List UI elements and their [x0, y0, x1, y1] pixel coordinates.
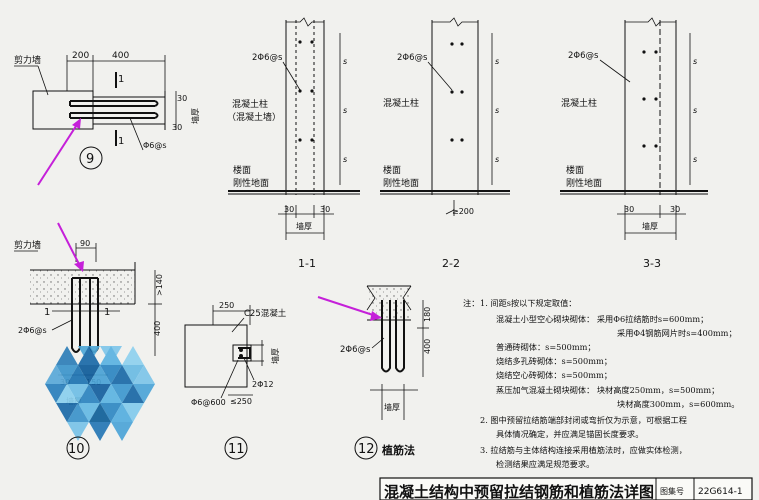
- section-mark-1-top: 1: [118, 74, 124, 85]
- watermark-hex-pattern: [45, 346, 155, 441]
- svg-text:30: 30: [670, 205, 680, 214]
- section-3-3: s s s 2Φ6@s 混凝土柱 楼面 刚性地面 30 30 墙厚 3-3: [560, 17, 708, 270]
- section-title-3-3: 3-3: [643, 257, 661, 270]
- bar-label-s3: 2Φ6@s: [568, 51, 599, 61]
- shear-wall-label-9: 剪力墙: [14, 54, 41, 66]
- svg-text:s: s: [693, 155, 697, 164]
- atlas-number: 22G614-1: [698, 487, 743, 497]
- c25-concrete-block: [184, 324, 248, 388]
- section-2-2: s s s 2Φ6@s 混凝土柱 楼面 刚性地面 ≥200 2-2: [380, 17, 510, 270]
- svg-text:30: 30: [624, 205, 634, 214]
- wall-thickness-12: 墙厚: [384, 402, 400, 412]
- section-mark-1-bottom: 1: [118, 136, 124, 147]
- floor-s3: 楼面: [566, 164, 584, 176]
- rigid-ground-s1: 刚性地面: [233, 177, 269, 189]
- dim-gte-200: ≥200: [452, 207, 474, 216]
- bar-label-9: Φ6@s: [143, 141, 167, 150]
- svg-text:检测结果应满足规范要求。: 检测结果应满足规范要求。: [496, 459, 594, 469]
- detail-11: 墙厚 250 C25混凝土 Φ6@600 2Φ12 ≤250 11: [184, 301, 287, 460]
- floor-s1: 楼面: [233, 164, 251, 176]
- svg-text:3. 拉结筋与主体结构连接采用植筋法时，应做实体检测，: 3. 拉结筋与主体结构连接采用植筋法时，应做实体检测，: [480, 445, 687, 455]
- title-block: 混凝土结构中预留拉结钢筋和植筋法详图 图集号 22G614-1: [379, 477, 753, 500]
- svg-text:2. 图中预留拉结筋端部封闭或弯折仅为示意，可根据工程: 2. 图中预留拉结筋端部封闭或弯折仅为示意，可根据工程: [480, 415, 687, 425]
- svg-text:块材高度300mm，s=600mm。: 块材高度300mm，s=600mm。: [617, 399, 740, 409]
- svg-text:普通砖砌体：s=500mm；: 普通砖砌体：s=500mm；: [496, 342, 596, 352]
- drawing-title: 混凝土结构中预留拉结钢筋和植筋法详图: [384, 483, 654, 500]
- bar-label-12: 2Φ6@s: [340, 345, 371, 355]
- svg-text:s: s: [693, 57, 697, 66]
- detail-12-title: 植筋法: [381, 443, 415, 457]
- shear-wall-block-9: [32, 90, 94, 130]
- svg-text:烧结空心砖砌体：s=500mm；: 烧结空心砖砌体：s=500mm；: [496, 370, 612, 380]
- dim-30b: 30: [172, 123, 182, 132]
- svg-text:30: 30: [284, 205, 294, 214]
- svg-text:具体情况确定，并应满足锚固长度要求。: 具体情况确定，并应满足锚固长度要求。: [496, 429, 643, 439]
- dim-250: 250: [219, 301, 234, 310]
- svg-text:s: s: [495, 57, 499, 66]
- svg-text:s: s: [343, 106, 347, 115]
- dim-400-12: 400: [423, 339, 432, 354]
- wall-thickness-11: 墙厚: [270, 348, 280, 364]
- concrete-column-s2: 混凝土柱: [383, 97, 419, 109]
- detail-9-number: 9: [86, 152, 94, 167]
- rigid-ground-s3: 刚性地面: [566, 177, 602, 189]
- bar-label-11a: Φ6@600: [191, 398, 226, 407]
- svg-text:采用Φ4钢筋网片时s=400mm；: 采用Φ4钢筋网片时s=400mm；: [617, 328, 737, 338]
- wall-thickness-9: 墙厚: [190, 108, 200, 124]
- detail-11-number: 11: [228, 442, 245, 457]
- dim-gt-140: >140: [155, 274, 164, 296]
- dim-400: 400: [112, 51, 129, 61]
- wall-thickness-s1: 墙厚: [296, 221, 312, 231]
- shear-wall-label-10: 剪力墙: [14, 239, 41, 251]
- detail-9: 1 1 200 400 30 30 墙厚 剪力墙 Φ6@s 9: [14, 51, 200, 186]
- wall-thickness-s3: 墙厚: [642, 221, 658, 231]
- svg-text:1: 1: [44, 307, 50, 318]
- svg-text:s: s: [495, 106, 499, 115]
- detail-10-label: 10: [66, 436, 90, 460]
- dim-180: 180: [423, 307, 432, 322]
- svg-text:1: 1: [104, 307, 110, 318]
- concrete-wall-s1: （混凝土墙）: [227, 111, 281, 123]
- svg-text:s: s: [495, 155, 499, 164]
- notes: 注： 1. 间距s按以下规定取值： 混凝土小型空心砌块砌体： 采用Φ6拉结筋时s…: [463, 298, 740, 469]
- notes-prefix: 注：: [463, 298, 479, 308]
- svg-text:混凝土小型空心砌块砌体： 采用Φ6拉结筋时s=600mm；: 混凝土小型空心砌块砌体： 采用Φ6拉结筋时s=600mm；: [496, 314, 708, 324]
- dim-200: 200: [72, 51, 89, 61]
- svg-text:蒸压加气混凝土砌块砌体： 块材高度250mm，s=500m: 蒸压加气混凝土砌块砌体： 块材高度250mm，s=500mm；: [496, 385, 719, 395]
- detail-10-number: 10: [68, 442, 85, 457]
- bar-label-11b: 2Φ12: [252, 380, 274, 389]
- dim-90: 90: [80, 239, 90, 248]
- shear-wall-slab-10: [30, 270, 135, 304]
- dim-30a: 30: [177, 94, 187, 103]
- floor-s2: 楼面: [383, 164, 401, 176]
- section-title-2-2: 2-2: [442, 257, 460, 270]
- svg-text:s: s: [693, 106, 697, 115]
- detail-10: 1 1 剪力墙 90 >140 400 2Φ6@s 30 150 墙厚: [14, 222, 164, 406]
- rigid-ground-s2: 刚性地面: [383, 177, 419, 189]
- detail-12-number: 12: [358, 442, 375, 457]
- atlas-label: 图集号: [660, 486, 684, 496]
- concrete-column-s3: 混凝土柱: [561, 97, 597, 109]
- bar-label-s1: 2Φ6@s: [252, 53, 283, 63]
- bar-label-10: 2Φ6@s: [18, 326, 47, 335]
- c25-label: C25混凝土: [244, 308, 287, 319]
- concrete-column-s1: 混凝土柱: [232, 98, 268, 110]
- detail-12: 180 400 2Φ6@s 墙厚 12 植筋法: [317, 285, 432, 460]
- section-1-1: s s s 2Φ6@s 混凝土柱 （混凝土墙） 楼面 刚性地面 30 30 墙厚…: [227, 17, 360, 270]
- svg-text:s: s: [343, 155, 347, 164]
- section-title-1-1: 1-1: [298, 257, 316, 270]
- dim-lte-250: ≤250: [230, 397, 252, 406]
- bar-label-s2: 2Φ6@s: [397, 53, 428, 63]
- svg-text:s: s: [343, 57, 347, 66]
- svg-text:1. 间距s按以下规定取值：: 1. 间距s按以下规定取值：: [480, 298, 577, 308]
- dim-400-10: 400: [153, 321, 162, 336]
- svg-text:烧结多孔砖砌体：s=500mm；: 烧结多孔砖砌体：s=500mm；: [496, 356, 612, 366]
- svg-text:30: 30: [320, 205, 330, 214]
- detail-9-circle: [79, 146, 103, 170]
